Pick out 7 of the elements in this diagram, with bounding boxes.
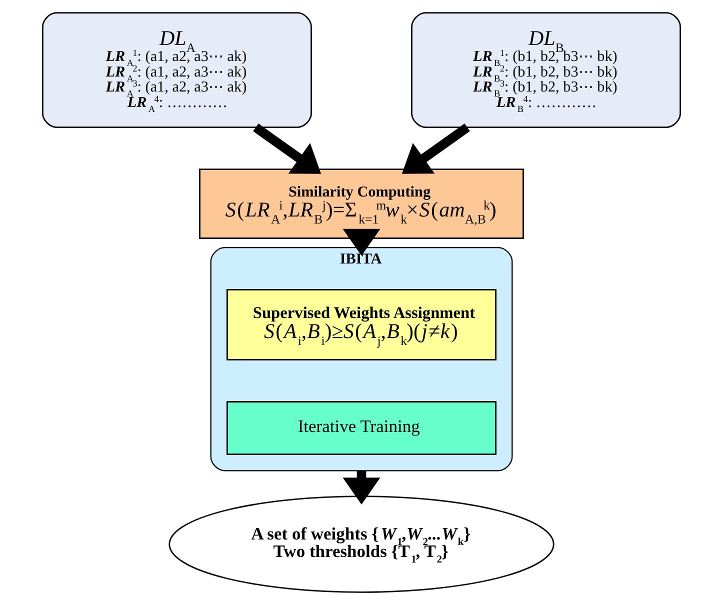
node-ellipse: A set of weights {W$_{1}$,W$_{2}$...W$_{k}$} Two thresholds {T$_{1}$, T$_{2}$} <box>168 496 554 593</box>
arrow <box>342 228 380 256</box>
node-box: Iterative Training <box>226 401 496 455</box>
node-box: Supervised Weights Assignment S(A$_{i}$,B$_{i}$)≥S(A$_{j}$,B$_{k}$)(j≠k) <box>226 288 496 360</box>
node-box: DL$_{B}$ LR$_{B}$$^{1}$: (b1, b2, b3⋯ bk) LR$_{B}$$^{2}$: (b1, b2, b3⋯ bk) LR$_{B}$$^{3}$: (b1, b2, b3⋯ bk) LR$_{B}$$^{4}$: ………… <box>411 12 682 128</box>
arrow <box>342 470 380 504</box>
node-box: DL$_{A}$ LR$_{A}$$^{1}$: (a1, a2, a3⋯ ak) LR$_{A}$$^{2}$: (a1, a2, a3⋯ ak) LR$_{A}$$^{3}$: (a1, a2, a3⋯ ak) LR$_{A}$$^{4}$: ………… <box>42 12 312 128</box>
